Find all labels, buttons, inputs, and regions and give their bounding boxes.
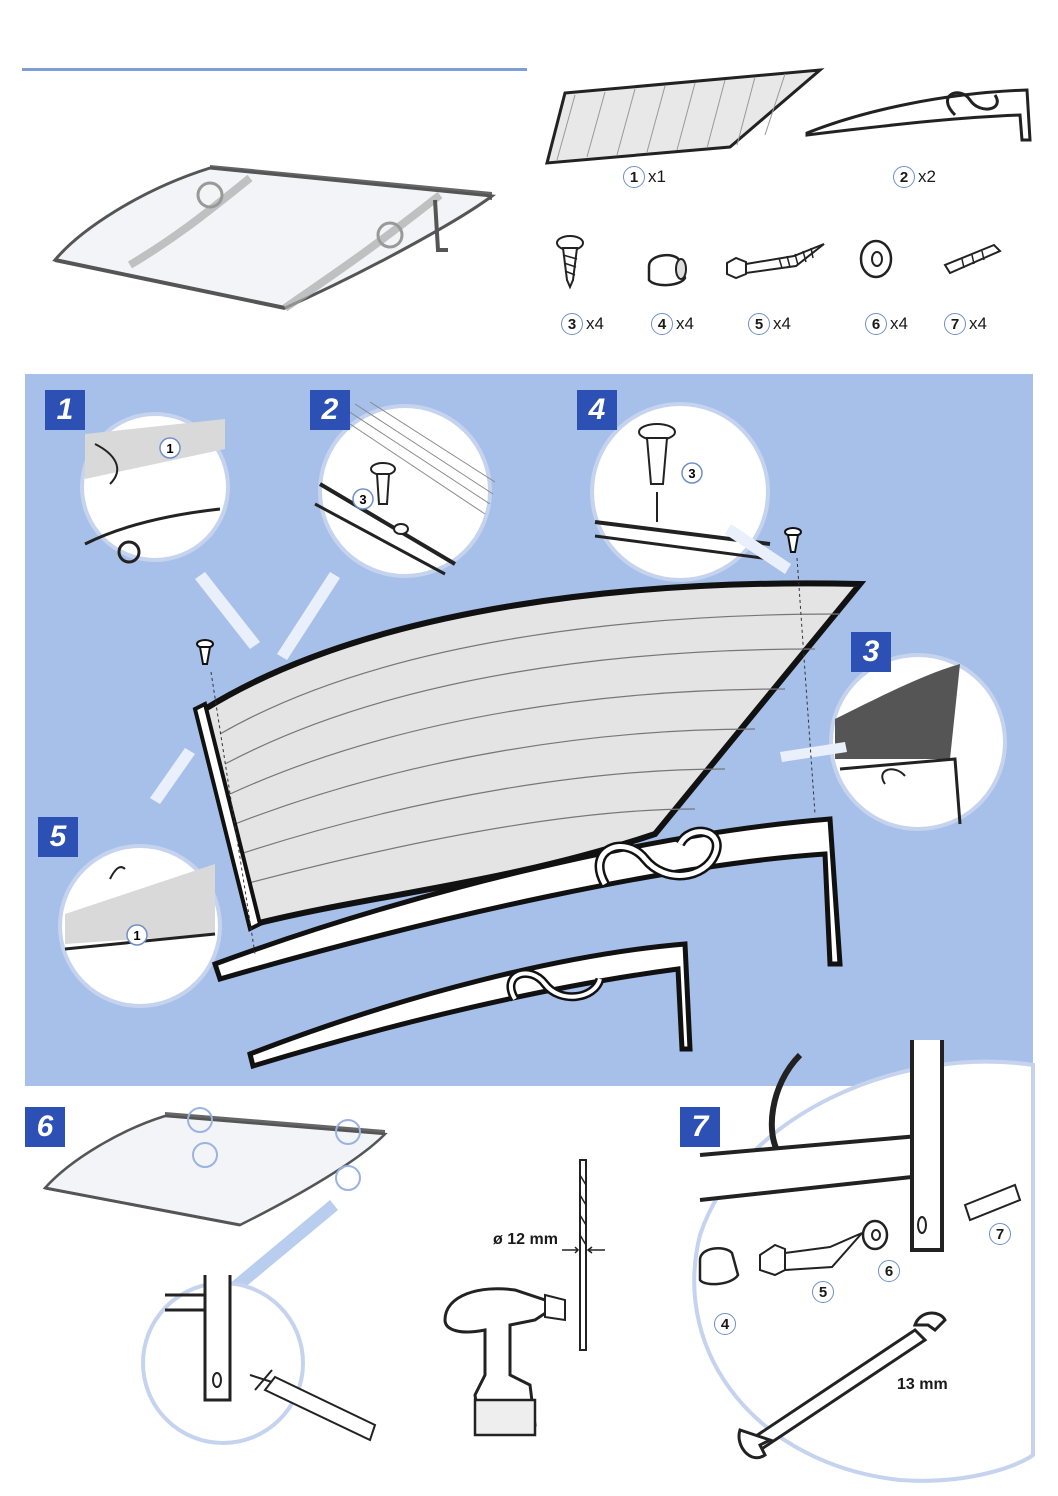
part-quantity: x4 [676,314,694,333]
part-number-badge: 3 [561,313,583,335]
screw-part-illustration [556,235,584,290]
callout-cap-number: 4 [714,1313,736,1335]
callout-washer-number: 6 [878,1260,900,1282]
drill-bit-size: ø 12 mm [493,1231,558,1248]
callout-number: 1 [166,441,173,456]
step-7-badge: 7 [680,1107,720,1147]
step-4-badge: 4 [577,390,617,430]
part-2-label: 2 x2 [893,166,936,188]
part-quantity: x4 [773,314,791,333]
cap-part-illustration [647,253,687,287]
wrench-size: 13 mm [897,1376,948,1393]
panel-part-illustration [545,68,825,165]
step-7-illustration [692,1040,1035,1483]
part-number-badge: 2 [893,166,915,188]
wall-plug-part-illustration [943,243,1002,275]
assembly-illustration: 1 3 3 1 [58,401,1007,1070]
step-6-illustration [42,1107,388,1445]
part-number-badge: 5 [748,313,770,335]
step-1-badge: 1 [45,390,85,430]
drill-illustration [443,1159,605,1437]
part-number-badge: 7 [944,313,966,335]
part-7-label: 7 x4 [944,313,987,335]
callout-number: 3 [359,492,366,507]
step-6-badge: 6 [25,1107,65,1147]
lag-bolt-part-illustration [726,243,825,280]
canopy-overview-illustration [52,165,496,312]
step-2-badge: 2 [310,390,350,430]
part-quantity: x2 [918,167,936,186]
callout-plug-number: 7 [989,1223,1011,1245]
callout-number: 1 [133,928,140,943]
part-6-label: 6 x4 [865,313,908,335]
header-rule [22,68,527,71]
part-number-badge: 6 [865,313,887,335]
part-number-badge: 1 [623,166,645,188]
step-5-badge: 5 [38,817,78,857]
part-quantity: x4 [586,314,604,333]
part-1-label: 1 x1 [623,166,666,188]
part-number-badge: 4 [651,313,673,335]
part-4-label: 4 x4 [651,313,694,335]
washer-part-illustration [859,239,893,279]
callout-bolt-number: 5 [812,1281,834,1303]
part-5-label: 5 x4 [748,313,791,335]
part-3-label: 3 x4 [561,313,604,335]
part-quantity: x1 [648,167,666,186]
bracket-part-illustration [805,88,1032,142]
part-quantity: x4 [890,314,908,333]
callout-number: 3 [688,466,695,481]
part-quantity: x4 [969,314,987,333]
step-3-badge: 3 [851,632,891,672]
